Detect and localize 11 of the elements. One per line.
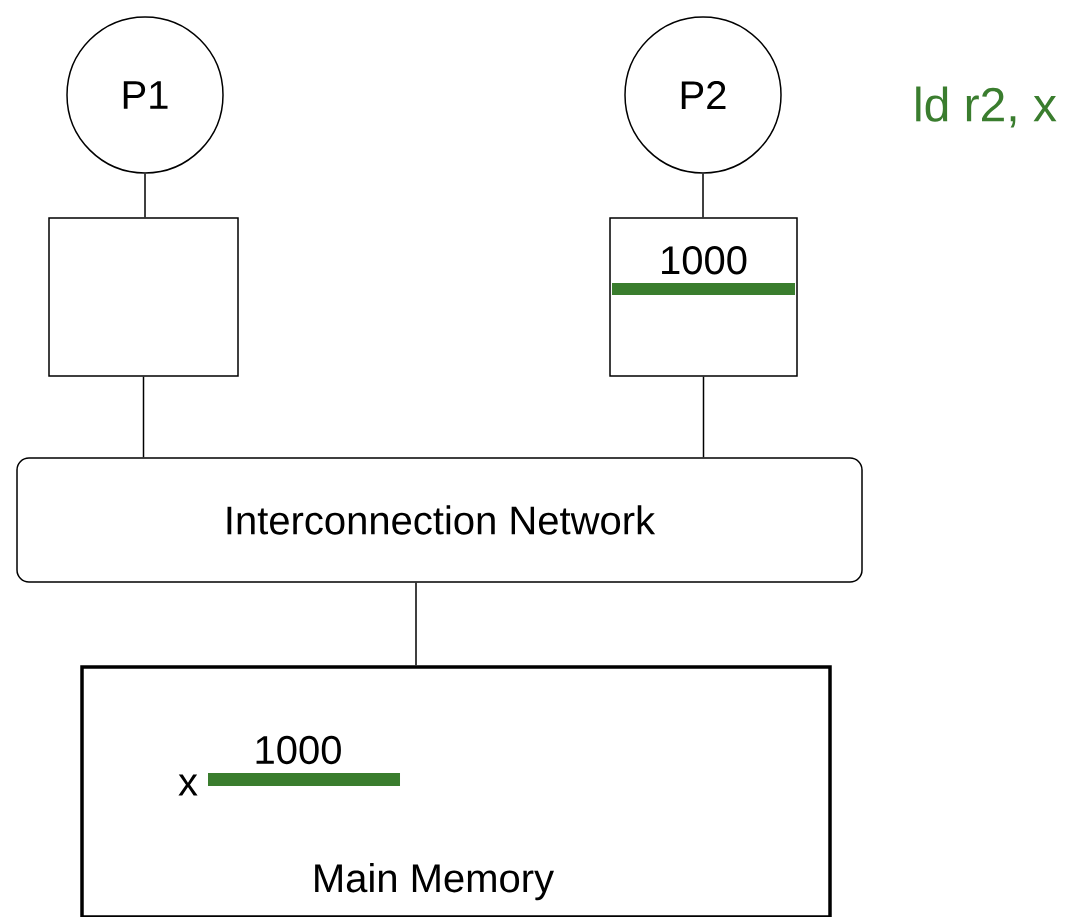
instruction-text: ld r2, x xyxy=(916,86,1057,128)
connector-line xyxy=(702,376,705,458)
network-box: Interconnection Network xyxy=(16,457,863,583)
connector-line xyxy=(702,173,704,218)
connector-line xyxy=(142,376,145,458)
cache-box xyxy=(48,217,239,377)
value-label: x xyxy=(178,774,198,796)
connector-line xyxy=(144,173,146,218)
cache-box: 1000 xyxy=(609,217,798,377)
value-label: 1000 xyxy=(256,735,341,765)
connector-line xyxy=(415,582,417,666)
